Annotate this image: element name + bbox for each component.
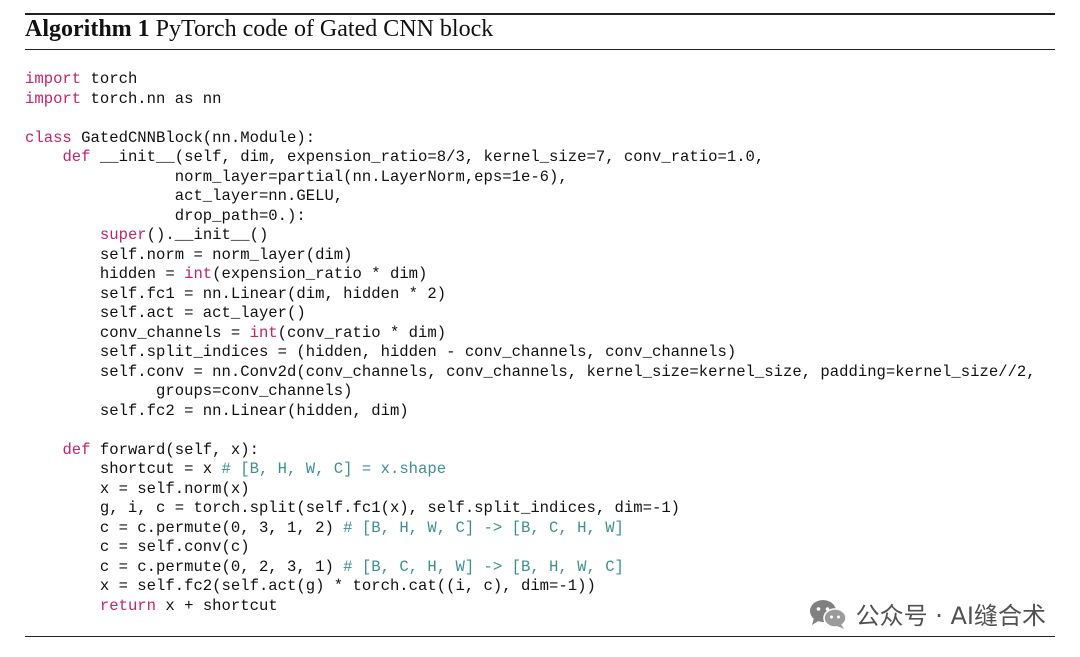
code-text: torch.nn as nn xyxy=(81,89,222,108)
code-line: x = self.fc2(self.act(g) * torch.cat((i,… xyxy=(25,577,1036,597)
code-comment: # [B, H, W, C] = x.shape xyxy=(221,460,447,478)
watermark-text: 公众号 · AI缝合术 xyxy=(855,602,1046,630)
code-text: self.conv = nn.Conv2d(conv_channels, con… xyxy=(25,362,1036,381)
code-line: self.act = act_layer() xyxy=(25,304,1036,324)
code-text: self.norm = norm_layer(dim) xyxy=(25,245,353,264)
code-text xyxy=(25,148,62,166)
code-text: x = self.fc2(self.act(g) * torch.cat((i,… xyxy=(25,577,596,595)
code-text: norm_layer=partial(nn.LayerNorm,eps=1e-6… xyxy=(25,167,568,186)
code-line: self.norm = norm_layer(dim) xyxy=(25,246,1036,266)
code-line: x = self.norm(x) xyxy=(25,480,1036,500)
wechat-icon xyxy=(809,599,847,629)
code-line: self.fc2 = nn.Linear(hidden, dim) xyxy=(25,402,1036,422)
code-text: self.split_indices = (hidden, hidden - c… xyxy=(25,343,737,361)
code-line: drop_path=0.): xyxy=(25,207,1036,227)
code-text: GatedCNNBlock(nn.Module): xyxy=(71,128,316,147)
code-line: import torch xyxy=(25,70,1036,90)
code-keyword: int xyxy=(249,323,278,342)
watermark: 公众号 · AI缝合术 xyxy=(808,596,1046,631)
code-text xyxy=(25,441,62,459)
code-keyword: return xyxy=(99,596,157,615)
algorithm-title: PyTorch code of Gated CNN block xyxy=(155,16,494,42)
code-line: act_layer=nn.GELU, xyxy=(25,187,1036,207)
code-text: self.fc2 = nn.Linear(hidden, dim) xyxy=(25,401,409,420)
code-text: c = c.permute(0, 3, 1, 2) xyxy=(25,518,344,537)
code-line: self.conv = nn.Conv2d(conv_channels, con… xyxy=(25,363,1036,383)
code-line: class GatedCNNBlock(nn.Module): xyxy=(25,129,1036,149)
code-text: x + shortcut xyxy=(156,596,278,615)
code-keyword: int xyxy=(184,265,213,283)
code-line: super().__init__() xyxy=(25,226,1036,246)
code-keyword: import xyxy=(25,89,82,108)
code-keyword: def xyxy=(62,148,91,166)
caption-rule xyxy=(25,49,1055,50)
code-text xyxy=(25,226,100,244)
code-line: conv_channels = int(conv_ratio * dim) xyxy=(25,324,1036,344)
code-text: self.act = act_layer() xyxy=(25,304,306,322)
top-rule xyxy=(25,13,1055,15)
code-line xyxy=(25,109,1036,129)
code-line: def __init__(self, dim, expension_ratio=… xyxy=(25,148,1036,168)
code-text: (expension_ratio * dim) xyxy=(212,265,428,283)
code-line: shortcut = x # [B, H, W, C] = x.shape xyxy=(25,460,1036,480)
code-line: self.split_indices = (hidden, hidden - c… xyxy=(25,343,1036,363)
code-line: groups=conv_channels) xyxy=(25,382,1036,402)
code-line: self.fc1 = nn.Linear(dim, hidden * 2) xyxy=(25,285,1036,305)
code-text: x = self.norm(x) xyxy=(25,479,250,498)
code-line: return x + shortcut xyxy=(25,597,1036,617)
code-keyword: super xyxy=(99,226,147,244)
code-text: forward(self, x): xyxy=(90,440,259,459)
code-text: drop_path=0.): xyxy=(25,206,306,225)
code-text xyxy=(25,597,100,615)
code-line: def forward(self, x): xyxy=(25,441,1036,461)
code-keyword: import xyxy=(25,70,82,88)
algorithm-label: Algorithm 1 xyxy=(25,16,150,42)
code-line: import torch.nn as nn xyxy=(25,90,1036,110)
code-text: conv_channels = xyxy=(25,323,250,342)
code-text: torch xyxy=(81,70,138,88)
code-text: act_layer=nn.GELU, xyxy=(25,187,344,205)
code-line: norm_layer=partial(nn.LayerNorm,eps=1e-6… xyxy=(25,168,1036,188)
code-text: (conv_ratio * dim) xyxy=(277,323,447,342)
code-line xyxy=(25,421,1036,441)
code-text: __init__(self, dim, expension_ratio=8/3,… xyxy=(90,148,765,166)
code-line: c = c.permute(0, 3, 1, 2) # [B, H, W, C]… xyxy=(25,519,1036,539)
code-line: c = self.conv(c) xyxy=(25,538,1036,558)
code-text: c = c.permute(0, 2, 3, 1) xyxy=(25,557,344,576)
code-text: hidden = xyxy=(25,265,185,283)
code-text: c = self.conv(c) xyxy=(25,538,250,556)
code-line: c = c.permute(0, 2, 3, 1) # [B, C, H, W]… xyxy=(25,558,1036,578)
code-text: ().__init__() xyxy=(146,226,269,244)
code-comment: # [B, H, W, C] -> [B, C, H, W] xyxy=(343,518,624,537)
algorithm-caption: Algorithm 1 PyTorch code of Gated CNN bl… xyxy=(25,16,493,43)
bottom-rule xyxy=(25,636,1055,637)
code-keyword: def xyxy=(62,440,91,459)
code-line: hidden = int(expension_ratio * dim) xyxy=(25,265,1036,285)
code-text: groups=conv_channels) xyxy=(25,382,353,400)
code-text: self.fc1 = nn.Linear(dim, hidden * 2) xyxy=(25,284,447,303)
code-text: shortcut = x xyxy=(25,460,222,478)
code-text: g, i, c = torch.split(self.fc1(x), self.… xyxy=(25,499,681,517)
code-line: g, i, c = torch.split(self.fc1(x), self.… xyxy=(25,499,1036,519)
code-comment: # [B, C, H, W] -> [B, H, W, C] xyxy=(343,557,624,576)
code-keyword: class xyxy=(25,128,72,147)
